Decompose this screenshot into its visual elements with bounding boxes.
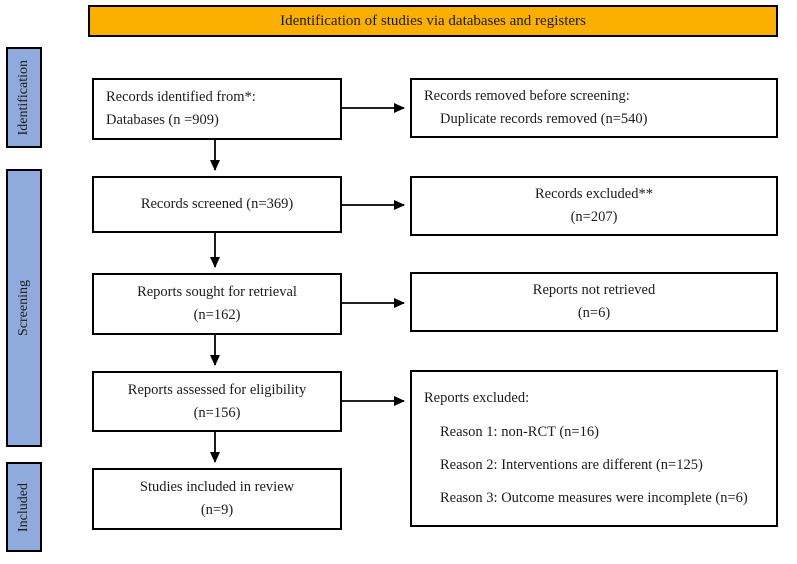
box-line: Records screened (n=369): [140, 196, 294, 213]
box-reports-not-retrieved: Reports not retrieved (n=6): [410, 272, 778, 332]
box-line: Reports assessed for eligibility: [127, 381, 307, 398]
box-line: (n=162): [193, 307, 241, 324]
sidebar-label-identification-text: Identification: [16, 59, 31, 136]
banner: Identification of studies via databases …: [88, 5, 778, 37]
box-line: Reports excluded:: [424, 390, 530, 407]
box-reports-assessed: Reports assessed for eligibility (n=156): [92, 371, 342, 432]
box-line: Reason 3: Outcome measures were incomple…: [440, 489, 748, 506]
box-line: Reason 2: Interventions are different (n…: [440, 456, 703, 473]
box-line: Records removed before screening:: [424, 88, 630, 105]
box-line: (n=6): [577, 305, 611, 322]
box-records-removed: Records removed before screening: Duplic…: [410, 78, 778, 138]
box-records-identified: Records identified from*: Databases (n =…: [92, 78, 342, 140]
box-line: Reason 1: non-RCT (n=16): [440, 423, 599, 440]
box-line: Records identified from*:: [106, 88, 256, 105]
box-line: Databases (n =909): [106, 112, 219, 129]
box-line: (n=9): [200, 502, 234, 519]
sidebar-label-screening: Screening: [6, 169, 42, 447]
box-line: Reports sought for retrieval: [137, 283, 297, 300]
box-line: (n=207): [570, 209, 618, 226]
box-studies-included: Studies included in review (n=9): [92, 468, 342, 530]
box-records-excluded: Records excluded** (n=207): [410, 176, 778, 236]
box-reports-excluded: Reports excluded: Reason 1: non-RCT (n=1…: [410, 370, 778, 527]
sidebar-label-included: Included: [6, 462, 42, 552]
sidebar-label-identification: Identification: [6, 47, 42, 148]
box-records-screened: Records screened (n=369): [92, 176, 342, 233]
box-line: Records excluded**: [535, 186, 653, 203]
box-line: Duplicate records removed (n=540): [440, 111, 648, 128]
banner-title: Identification of studies via databases …: [280, 12, 586, 29]
box-line: (n=156): [193, 404, 241, 421]
box-reports-sought: Reports sought for retrieval (n=162): [92, 273, 342, 335]
sidebar-label-included-text: Included: [16, 482, 31, 532]
box-line: Reports not retrieved: [532, 282, 656, 299]
sidebar-label-screening-text: Screening: [16, 280, 31, 336]
box-line: Studies included in review: [139, 478, 295, 495]
